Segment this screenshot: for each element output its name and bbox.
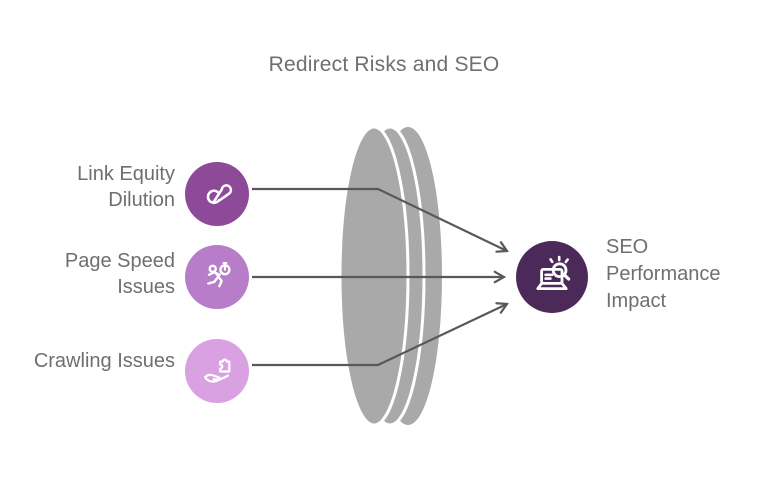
risk-badge-link-equity bbox=[185, 162, 249, 226]
outcome-label-seo-impact: SEO Performance Impact bbox=[606, 236, 721, 312]
hand-puzzle-icon bbox=[204, 358, 231, 383]
connector-arrow-link-equity bbox=[252, 187, 507, 251]
page-title: Redirect Risks and SEO bbox=[268, 53, 500, 76]
risk-label-page-speed: Page Speed Issues bbox=[64, 250, 175, 298]
runner-stopwatch-icon bbox=[207, 262, 231, 288]
risk-label-crawling: Crawling Issues bbox=[33, 350, 175, 372]
risk-badge-crawling bbox=[185, 339, 249, 403]
outcome-badge-seo-impact bbox=[516, 241, 588, 313]
laptop-search-icon bbox=[536, 255, 571, 290]
risk-label-link-equity: Link Equity Dilution bbox=[77, 163, 175, 211]
broken-link-icon bbox=[206, 184, 233, 205]
risk-badge-page-speed bbox=[185, 245, 249, 309]
connector-arrow-crawling bbox=[252, 304, 507, 367]
